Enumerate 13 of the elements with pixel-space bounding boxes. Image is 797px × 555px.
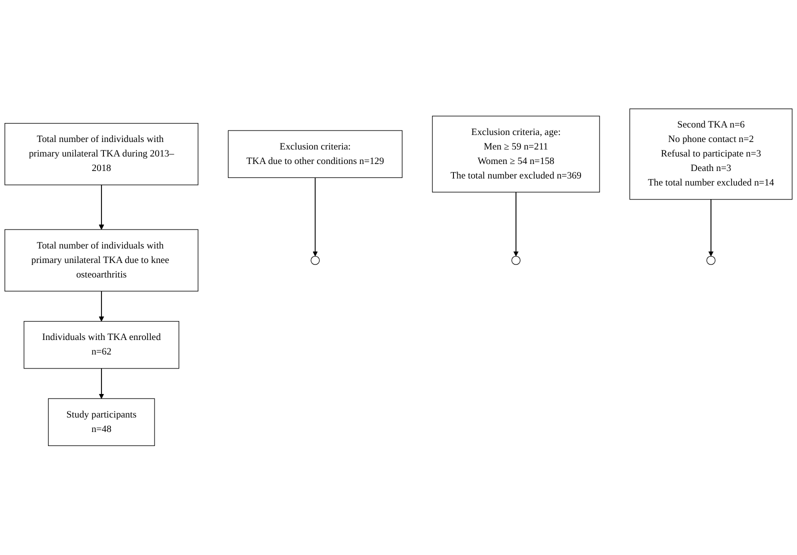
node-box: Second TKA n=6 No phone contact n=2 Refusal to participate n=3 Death n=3 The total number excluded n=14	[629, 108, 792, 200]
arrow	[312, 177, 318, 257]
arrow	[513, 192, 519, 257]
node-box: Total number of individuals with primary unilateral TKA during 2013–2018	[4, 123, 198, 186]
arrow	[98, 290, 104, 322]
node-box: Total number of individuals with primary unilateral TKA due to knee osteoarthritis	[4, 230, 198, 292]
arrow	[98, 184, 104, 230]
arrow	[98, 368, 104, 400]
node-box: Study participants n=48	[48, 398, 155, 446]
node-box: Individuals with TKA enrolled n=62	[24, 321, 180, 369]
node-box: Exclusion criteria: TKA due to other conditions n=129	[228, 130, 402, 178]
node-box: Exclusion criteria, age: Men ≥ 59 n=211 Women ≥ 54 n=158 The total number excluded n=369	[432, 116, 600, 193]
arrow	[708, 199, 714, 257]
